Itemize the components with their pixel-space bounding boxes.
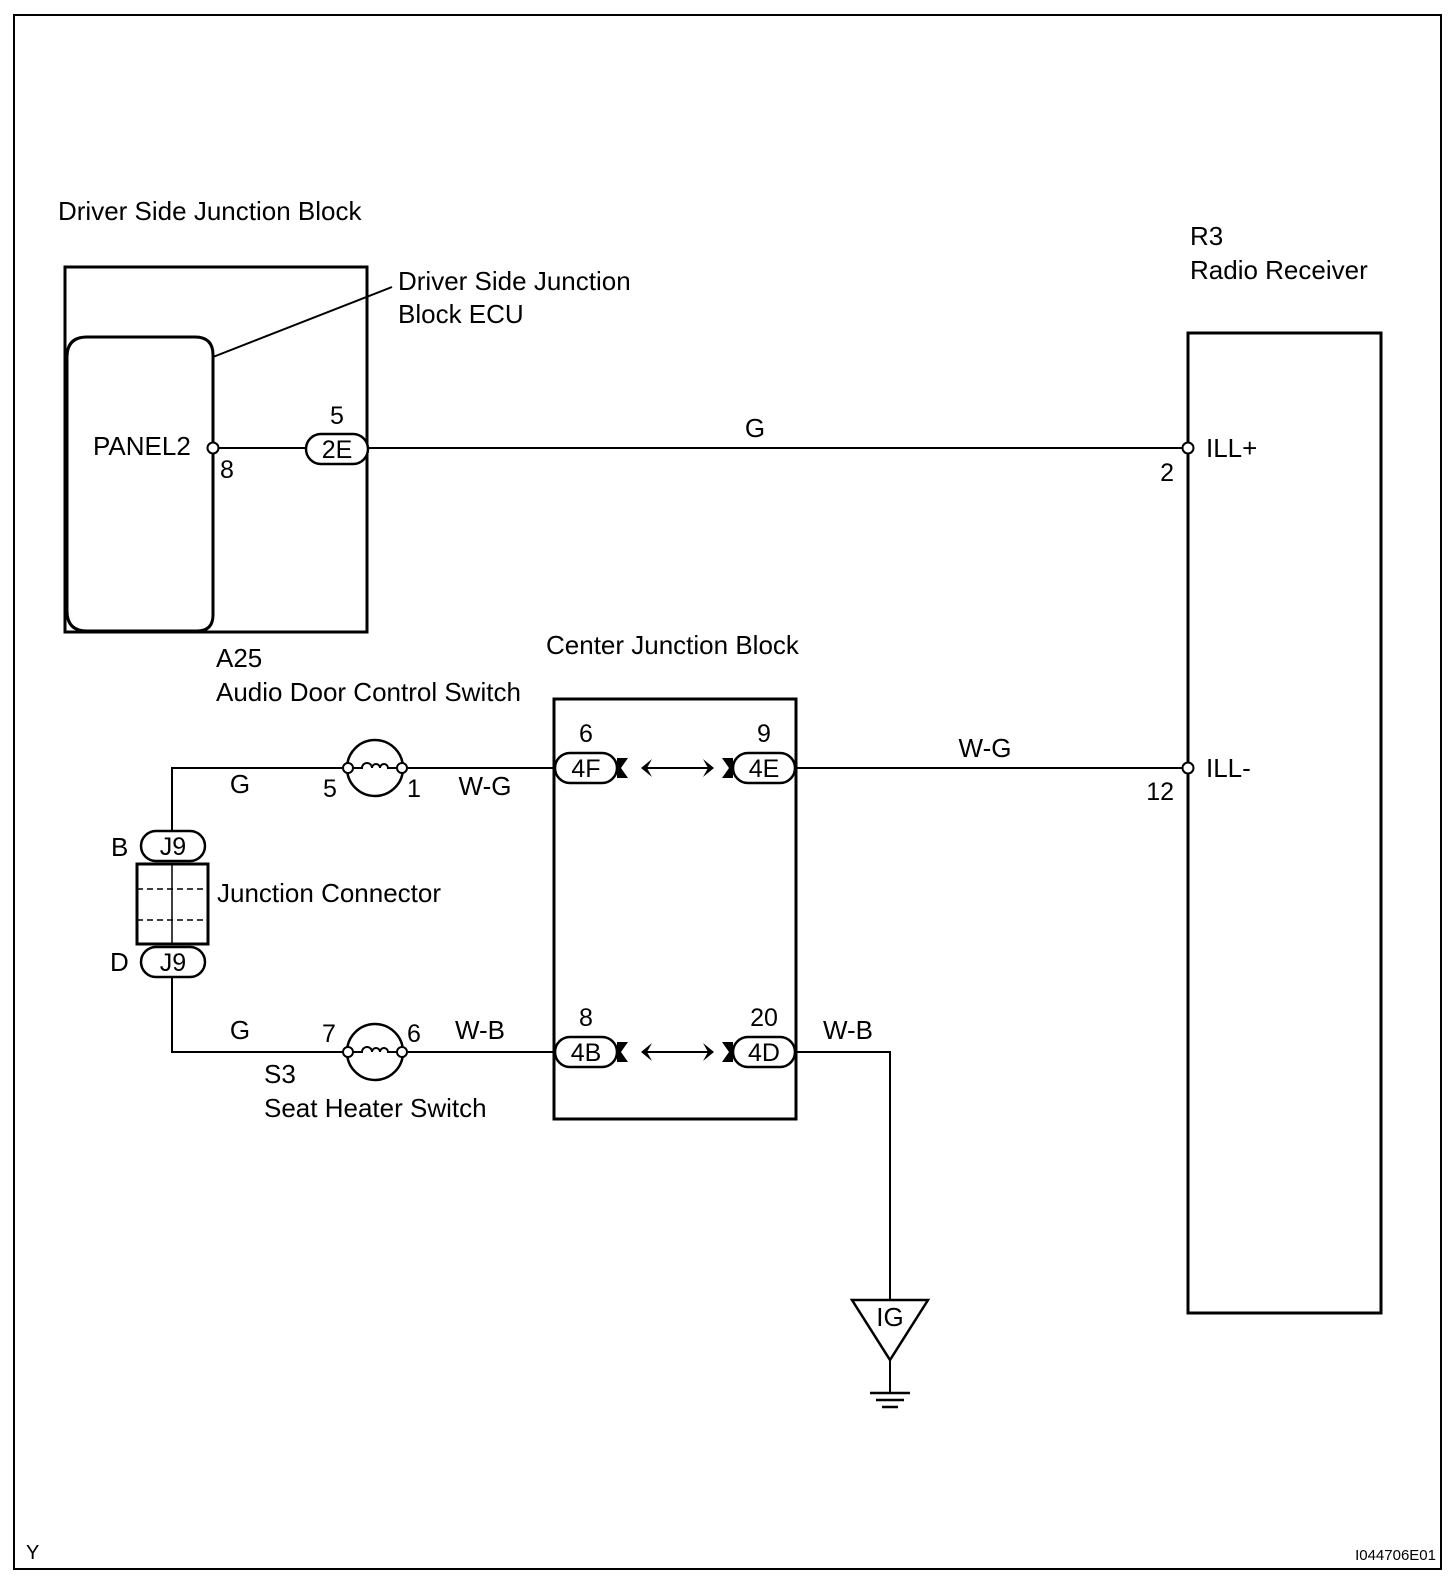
seat-heater-code: S3 — [264, 1059, 296, 1089]
ill-plus-pin: 2 — [1160, 459, 1174, 487]
corner-label-y: Y — [26, 1542, 39, 1564]
wire-g-top-label: G — [745, 413, 765, 443]
diagram-frame — [13, 14, 1442, 1570]
panel2-label: PANEL2 — [93, 431, 191, 461]
connector-4d-arrowhead — [722, 1042, 733, 1062]
seat-sw-terminal-6 — [396, 1046, 408, 1058]
driver-jb-ecu-label-1: Driver Side Junction — [398, 266, 631, 296]
connector-4e-pin: 9 — [757, 720, 771, 748]
connector-j9-top — [139, 829, 207, 863]
driver-jb-title: Driver Side Junction Block — [58, 196, 362, 226]
ig-ground-label: IG — [876, 1302, 903, 1332]
audio-sw-terminal-1 — [396, 762, 408, 774]
connector-2e-label: 2E — [322, 436, 353, 464]
center-jb-box — [552, 697, 798, 1121]
cjb-upper-right-arrow — [703, 759, 714, 777]
connector-2e-pin: 5 — [330, 402, 344, 430]
audio-sw-pin-5: 5 — [323, 775, 337, 803]
audio-sw-pin-1: 1 — [407, 775, 421, 803]
cjb-lower-right-arrow — [703, 1043, 714, 1061]
ill-minus-label: ILL- — [1206, 753, 1251, 783]
radio-name: Radio Receiver — [1190, 255, 1368, 285]
wire-seat-right-label: W-B — [455, 1015, 505, 1045]
radio-code: R3 — [1190, 221, 1223, 251]
seat-lamp-filament — [352, 1046, 398, 1053]
center-jb-title: Center Junction Block — [546, 630, 800, 660]
wire-wg-ill-minus-label: W-G — [959, 733, 1012, 763]
connector-j9-top-label: J9 — [160, 833, 186, 861]
seat-heater-name: Seat Heater Switch — [264, 1093, 487, 1123]
wire-seat-left — [171, 977, 342, 1053]
ecu-leader-line — [212, 286, 393, 358]
connector-4b-pin: 8 — [579, 1004, 593, 1032]
ig-ground-triangle — [849, 1298, 931, 1363]
connector-4f-arrowhead — [617, 758, 628, 778]
audio-sw-terminal-5 — [342, 762, 354, 774]
ill-plus-terminal — [1181, 441, 1195, 455]
seat-sw-terminal-7 — [342, 1046, 354, 1058]
driver-jb-ecu-box — [65, 335, 215, 633]
ill-plus-label: ILL+ — [1206, 433, 1257, 463]
connector-2e — [304, 432, 370, 466]
junction-connector-label: Junction Connector — [217, 878, 441, 908]
wire-audio-right-label: W-G — [459, 771, 512, 801]
connector-4f-pin: 6 — [579, 720, 593, 748]
connector-4e-arrowhead — [722, 758, 733, 778]
seat-sw-pin-6: 6 — [407, 1020, 421, 1048]
panel2-pin: 8 — [220, 456, 234, 484]
wire-seat-left-label: G — [230, 1015, 250, 1045]
connector-4d-label: 4D — [748, 1039, 780, 1067]
radio-receiver-box — [1186, 331, 1383, 1315]
wire-audio-left-label: G — [230, 769, 250, 799]
connector-4b-label: 4B — [571, 1039, 602, 1067]
connector-4e-label: 4E — [749, 755, 780, 783]
driver-jb-ecu-label-2: Block ECU — [398, 299, 524, 329]
wire-wb-ground — [795, 1051, 891, 1300]
cjb-lower-left-arrow — [641, 1043, 652, 1061]
audio-lamp-filament — [352, 762, 398, 769]
audio-switch-code: A25 — [216, 643, 262, 673]
ill-minus-pin: 12 — [1146, 778, 1174, 806]
connector-j9-bottom-label: J9 — [160, 949, 186, 977]
connector-4b-arrowhead — [617, 1042, 628, 1062]
seat-sw-pin-7: 7 — [322, 1020, 336, 1048]
connector-4f-label: 4F — [571, 755, 600, 783]
cjb-upper-left-arrow — [641, 759, 652, 777]
panel2-terminal — [206, 441, 220, 455]
audio-switch-name: Audio Door Control Switch — [216, 677, 521, 707]
ill-minus-terminal — [1181, 761, 1195, 775]
wire-wb-ground-label: W-B — [823, 1015, 873, 1045]
wire-audio-left — [171, 767, 342, 843]
connector-4d-pin: 20 — [750, 1004, 778, 1032]
j9-top-side-label: B — [111, 832, 128, 862]
j9-bottom-side-label: D — [110, 947, 129, 977]
figure-id: I044706E01 — [1355, 1547, 1436, 1564]
